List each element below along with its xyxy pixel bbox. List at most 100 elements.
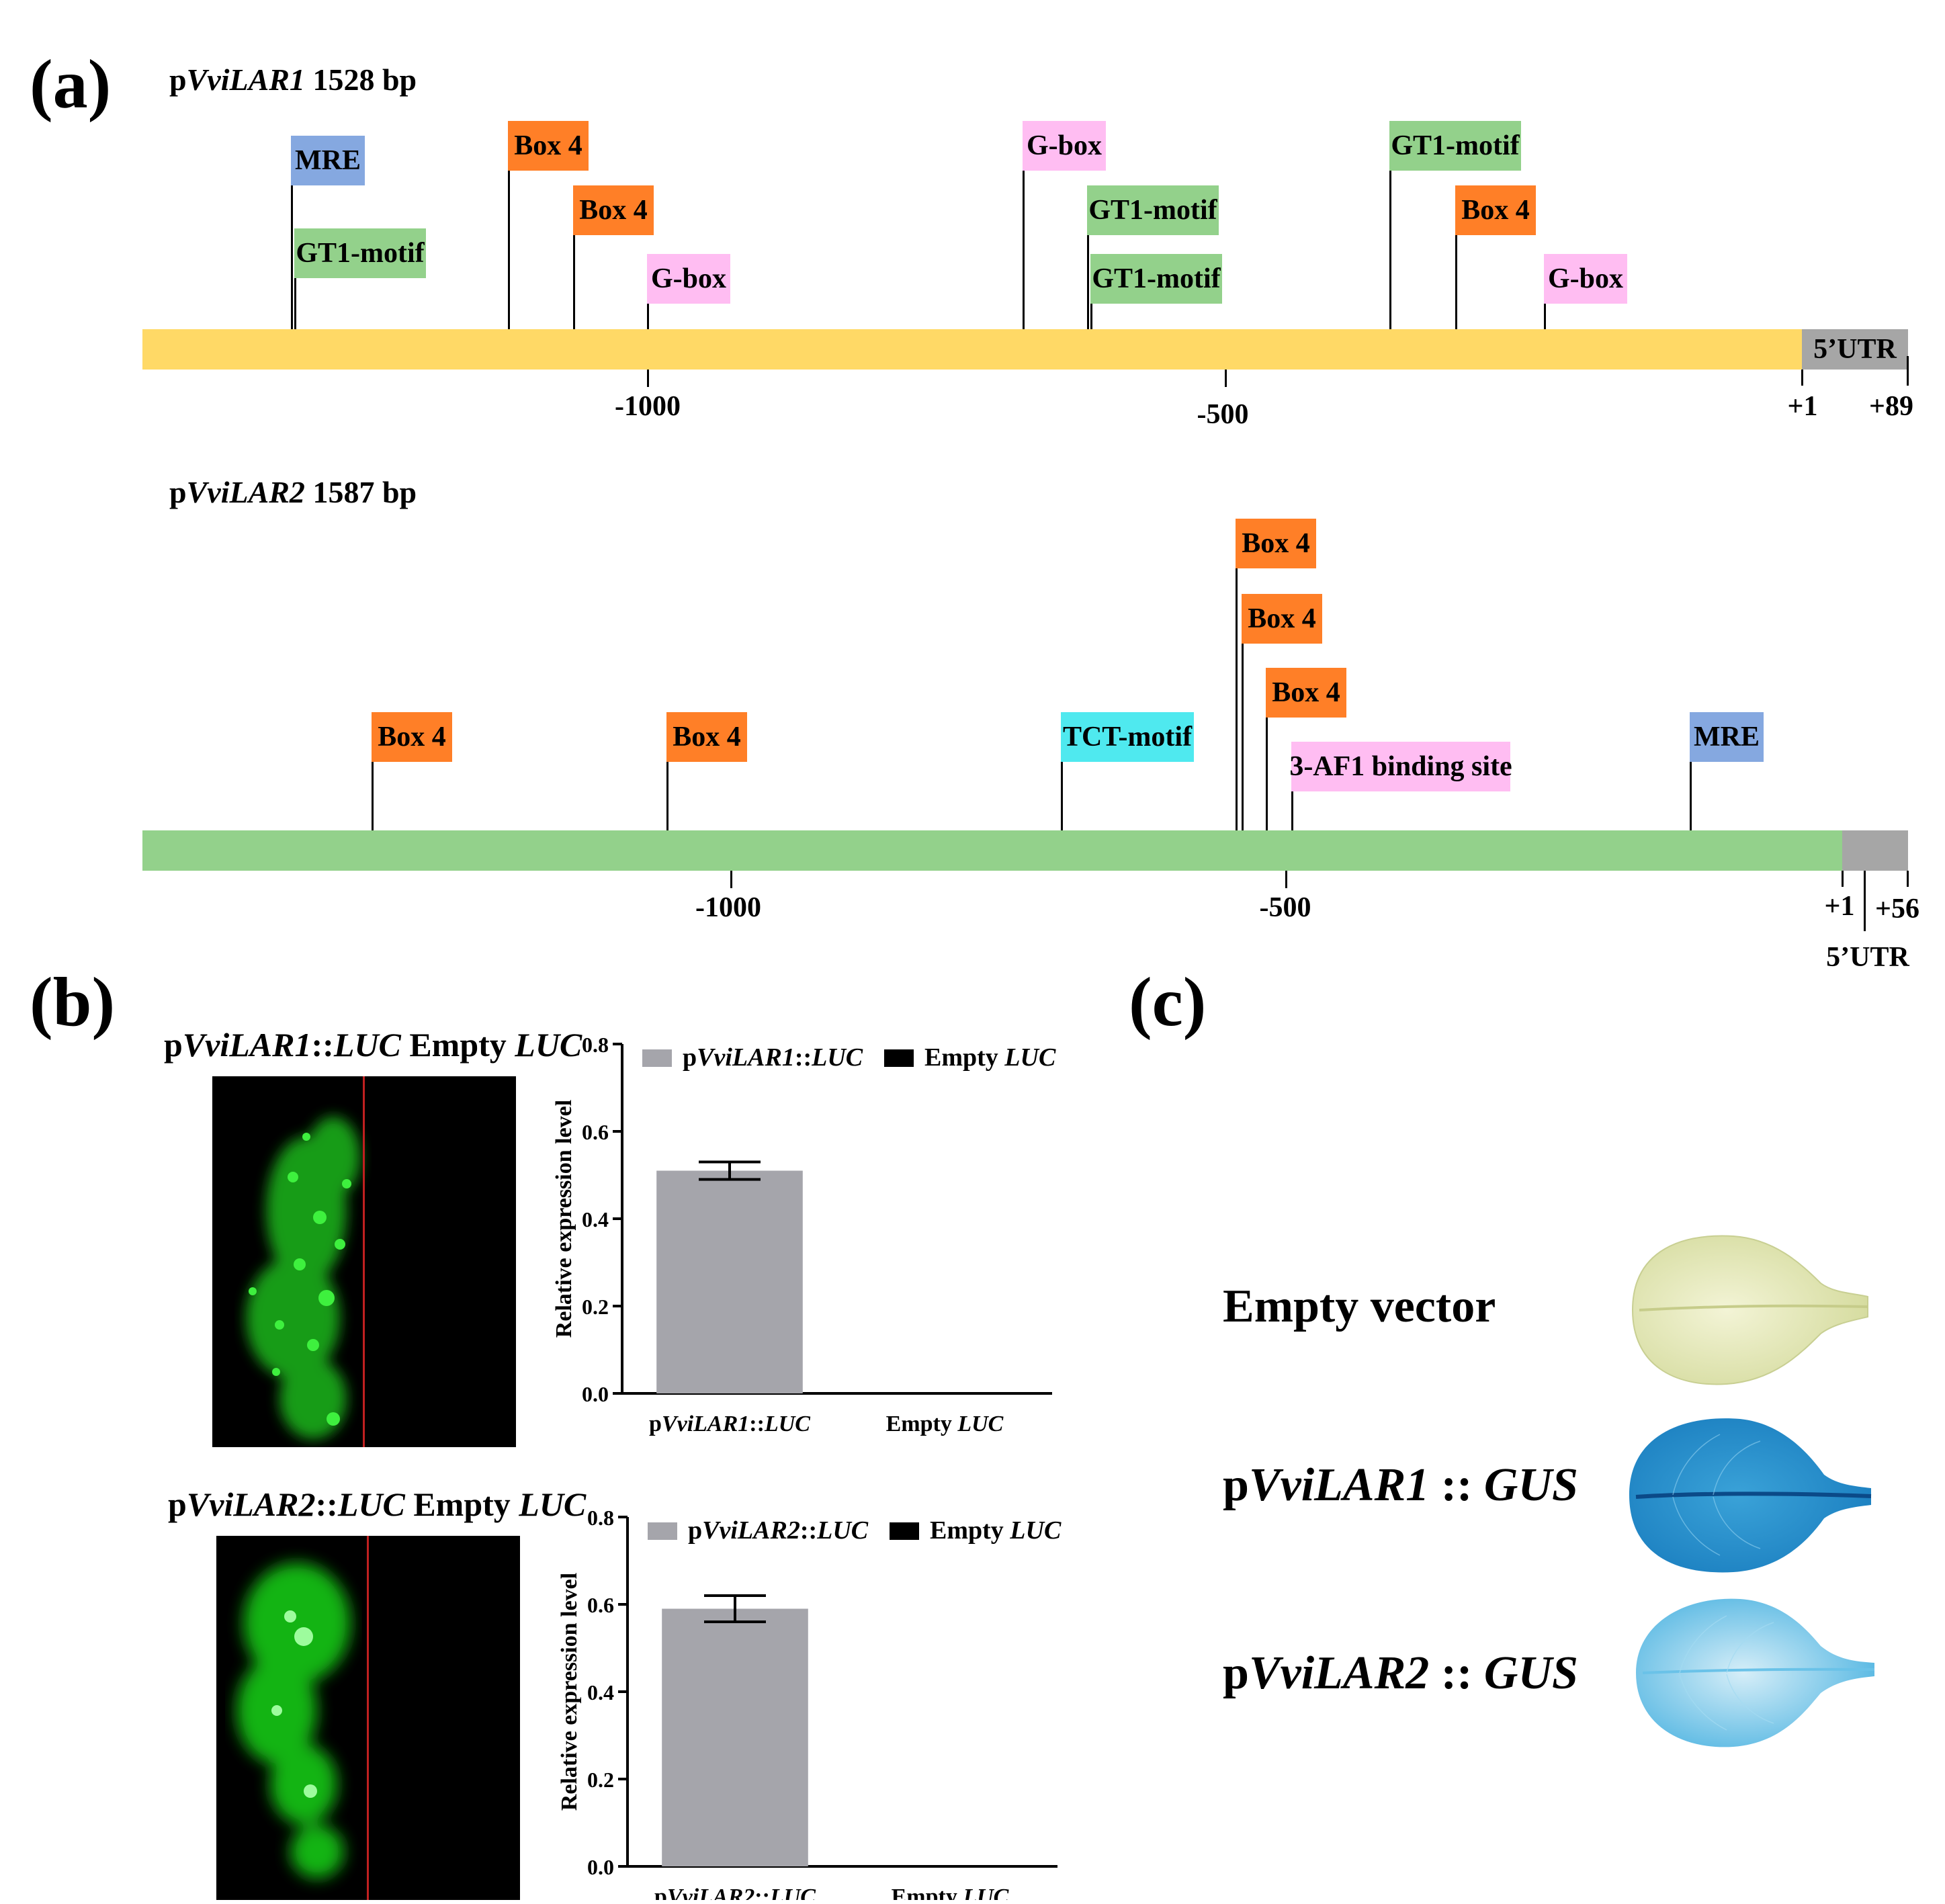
leaf-empty-vector	[1631, 1235, 1868, 1385]
luc-image-1	[212, 1076, 516, 1447]
promoter2-utr-label: 5’UTR	[1826, 942, 1909, 973]
y-tick-label: 0.0	[587, 1855, 614, 1879]
x-tick-label: pVviLAR1::LUC	[649, 1412, 810, 1436]
motif-gbox: G-box	[1023, 121, 1106, 171]
promoter1-tick-plus1	[1801, 370, 1803, 386]
panel-a-letter: (a)	[30, 46, 112, 123]
promoter2-ticklabel-plus1: +1	[1824, 891, 1855, 922]
legend-swatch	[648, 1522, 677, 1540]
gus-label-lar1: pVviLAR1 :: GUS	[1223, 1459, 1578, 1511]
motif-stem	[1236, 568, 1238, 830]
y-tick-label: 0.4	[587, 1680, 614, 1704]
motif-gbox: G-box	[647, 254, 730, 304]
motif-box4: Box 4	[1455, 185, 1536, 235]
luc-divider-2	[367, 1536, 369, 1900]
legend-swatch	[884, 1049, 914, 1067]
motif-box4: Box 4	[508, 121, 589, 171]
luc-glow-1	[246, 1117, 360, 1439]
promoter2-ticklabel-minus500: -500	[1259, 892, 1311, 923]
motif-stem	[1087, 235, 1089, 329]
motif-stem	[1291, 791, 1293, 830]
y-tick-label: 0.8	[582, 1033, 609, 1057]
gus-label-lar2: pVviLAR2 :: GUS	[1223, 1647, 1578, 1699]
motif-stem	[508, 171, 510, 329]
motif-stem	[647, 304, 649, 329]
motif-gt1: GT1-motif	[1090, 254, 1222, 304]
panel-c-letter: (c)	[1129, 963, 1207, 1041]
promoter1-ticklabel-plus89: +89	[1869, 391, 1913, 422]
y-axis-label: Relative expression level	[557, 1573, 582, 1811]
motif-gt1: GT1-motif	[1087, 185, 1219, 235]
promoter1-ticklabel-minus1000: -1000	[615, 391, 681, 422]
motif-stem	[1266, 718, 1268, 830]
promoter2-tick-utr	[1864, 871, 1866, 931]
legend-label: pVviLAR2::LUC	[688, 1516, 869, 1545]
luc-glow-2	[236, 1563, 351, 1878]
legend-swatch	[890, 1522, 919, 1540]
promoter2-tick-minus1000	[730, 871, 732, 888]
y-tick-label: 0.4	[582, 1207, 609, 1231]
motif-box4: Box 4	[372, 712, 452, 762]
promoter1-ticklabel-minus500: -500	[1197, 399, 1249, 430]
promoter1-title: pVviLAR1 1528 bp	[169, 62, 417, 97]
motif-stem	[294, 278, 296, 329]
promoter1-tick-plus89	[1907, 356, 1909, 386]
promoter2-title: pVviLAR2 1587 bp	[169, 475, 417, 509]
x-tick-label: Empty LUC	[892, 1885, 1009, 1900]
motif-gt1: GT1-motif	[294, 228, 426, 278]
motif-tct: TCT-motif	[1061, 712, 1194, 762]
motif-stem	[1023, 171, 1025, 329]
legend-label: Empty LUC	[930, 1516, 1062, 1545]
motif-stem	[666, 762, 668, 830]
motif-box4: Box 4	[1236, 519, 1316, 568]
promoter2-tick-minus500	[1285, 871, 1287, 888]
y-axis-label: Relative expression level	[552, 1100, 576, 1338]
y-tick-label: 0.2	[582, 1295, 609, 1319]
promoter2-tick-plus56	[1907, 871, 1909, 887]
motif-mre: MRE	[1690, 712, 1764, 762]
promoter1-bar	[142, 329, 1802, 370]
motif-box4: Box 4	[573, 185, 654, 235]
bar	[662, 1608, 808, 1866]
luc-image-2	[216, 1536, 520, 1900]
motif-stem	[1389, 171, 1391, 329]
motif-box4: Box 4	[666, 712, 747, 762]
y-tick-label: 0.0	[582, 1382, 609, 1406]
promoter1-ticklabel-plus1: +1	[1787, 391, 1818, 422]
promoter1-tick-minus1000	[647, 370, 649, 387]
motif-stem	[372, 762, 374, 830]
promoter1-tick-minus500	[1225, 370, 1227, 387]
motif-stem	[1242, 644, 1244, 830]
motif-stem	[1690, 762, 1692, 830]
motif-box4: Box 4	[1266, 668, 1346, 718]
motif-stem	[1544, 304, 1546, 329]
legend-label: Empty LUC	[924, 1043, 1056, 1072]
motif-stem	[291, 185, 293, 329]
y-tick-label: 0.2	[587, 1768, 614, 1792]
promoter1-utr-box: 5’UTR	[1802, 329, 1908, 370]
promoter2-utr-box	[1842, 830, 1908, 871]
motif-gbox: G-box	[1544, 254, 1627, 304]
motif-3af1: 3-AF1 binding site	[1289, 742, 1512, 791]
y-tick-label: 0.6	[587, 1593, 614, 1617]
leaf-lar1	[1629, 1418, 1872, 1573]
gus-label-empty-vector: Empty vector	[1223, 1281, 1496, 1332]
luc1-title: pVviLAR1::LUC Empty LUC	[164, 1026, 582, 1064]
motif-stem	[1090, 304, 1092, 329]
motif-stem	[573, 235, 575, 329]
leaf-lar2	[1636, 1598, 1875, 1747]
luc-divider-1	[363, 1076, 365, 1447]
y-tick-label: 0.8	[587, 1506, 614, 1530]
legend-swatch	[642, 1049, 672, 1067]
x-tick-label: pVviLAR2::LUC	[654, 1885, 816, 1900]
motif-stem	[1455, 235, 1457, 329]
motif-box4: Box 4	[1242, 594, 1322, 644]
bar	[656, 1170, 803, 1393]
motif-mre: MRE	[291, 136, 365, 185]
luc2-title: pVviLAR2::LUC Empty LUC	[168, 1485, 587, 1523]
y-tick-label: 0.6	[582, 1120, 609, 1144]
motif-stem	[1061, 762, 1063, 830]
promoter2-ticklabel-plus56: +56	[1875, 894, 1919, 924]
